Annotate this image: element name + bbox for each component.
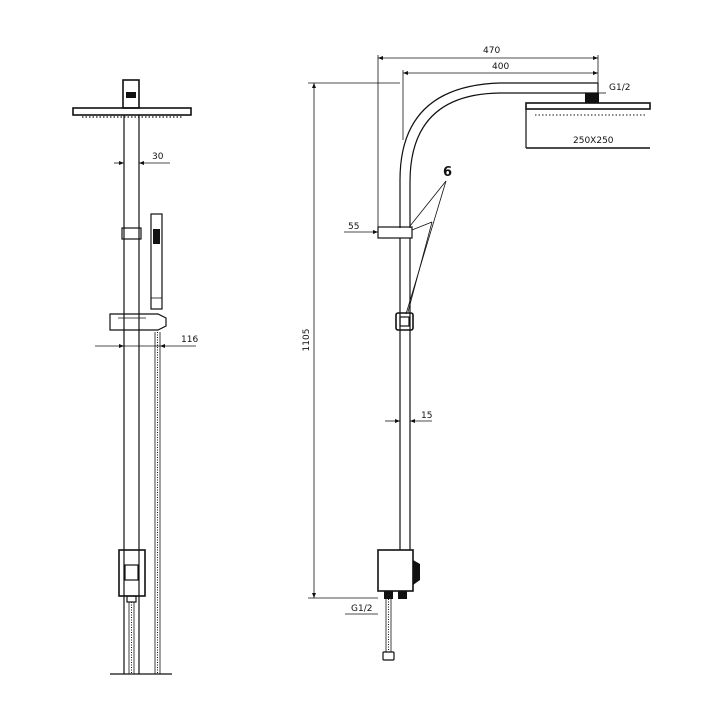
front-hand-shower-body bbox=[150, 213, 163, 310]
front-hand-shower-face bbox=[153, 229, 160, 244]
side-head-connector bbox=[585, 93, 599, 103]
front-slider-holder bbox=[109, 313, 167, 331]
side-arm-inner bbox=[409, 92, 598, 228]
side-callout-leader-2 bbox=[405, 180, 447, 315]
side-valve-handle bbox=[413, 560, 420, 585]
side-dim-55-arrow bbox=[373, 230, 378, 234]
side-callout-number: 6 bbox=[443, 165, 452, 180]
front-dim-30-arrow-right bbox=[139, 161, 144, 165]
side-dim-1105-label: 1105 bbox=[302, 329, 312, 352]
side-callout-leader-3 bbox=[411, 221, 433, 231]
front-valve-window bbox=[124, 564, 139, 581]
side-dim-470-arrow-left bbox=[378, 56, 383, 60]
side-head-size-label: 250X250 bbox=[573, 136, 614, 146]
front-valve-outlet bbox=[126, 595, 137, 603]
side-view: 470 400 G1/2 250X250 1105 55 bbox=[302, 46, 651, 661]
side-dim-15-label: 15 bbox=[421, 411, 432, 421]
front-upper-collar bbox=[121, 227, 142, 240]
side-dim-1105-arrow-bottom bbox=[312, 593, 316, 598]
side-shower-head-top bbox=[525, 102, 651, 110]
side-dim-400-arrow-right bbox=[593, 71, 598, 75]
side-dim-470-arrow-right bbox=[593, 56, 598, 60]
front-shower-head bbox=[72, 107, 192, 116]
front-valve-box bbox=[118, 549, 146, 597]
side-dim-15-arrow-right bbox=[410, 419, 415, 423]
side-dim-15-arrow-left bbox=[395, 419, 400, 423]
front-dim-116-arrow-left bbox=[119, 344, 124, 348]
side-dim-55-label: 55 bbox=[348, 222, 359, 232]
side-dim-400-arrow-left bbox=[403, 71, 408, 75]
side-valve-box bbox=[377, 549, 414, 592]
side-head-connection-label: G1/2 bbox=[609, 83, 630, 93]
side-slider bbox=[395, 312, 414, 331]
side-arm-outer bbox=[399, 82, 598, 228]
side-valve-inlet-right bbox=[398, 591, 407, 599]
front-dim-30-arrow-left bbox=[119, 161, 124, 165]
side-callout-leader-1 bbox=[409, 180, 447, 227]
side-wall-bracket bbox=[377, 226, 413, 239]
front-dim-116-label: 116 bbox=[181, 335, 198, 345]
side-inlet-connection-label: G1/2 bbox=[351, 604, 372, 614]
front-connector-nut bbox=[126, 92, 136, 98]
side-dim-400-label: 400 bbox=[492, 62, 509, 72]
side-slider-inner bbox=[399, 316, 410, 327]
front-view: 30 116 bbox=[72, 79, 198, 675]
front-dim-30-label: 30 bbox=[152, 152, 164, 162]
side-dim-1105-arrow-top bbox=[312, 83, 316, 88]
side-valve-inlet-left bbox=[384, 591, 393, 599]
side-inlet-nut bbox=[382, 651, 395, 661]
front-dim-116-arrow-right bbox=[160, 344, 165, 348]
side-callout-leader-4 bbox=[407, 221, 433, 313]
side-dim-470-label: 470 bbox=[483, 46, 500, 56]
